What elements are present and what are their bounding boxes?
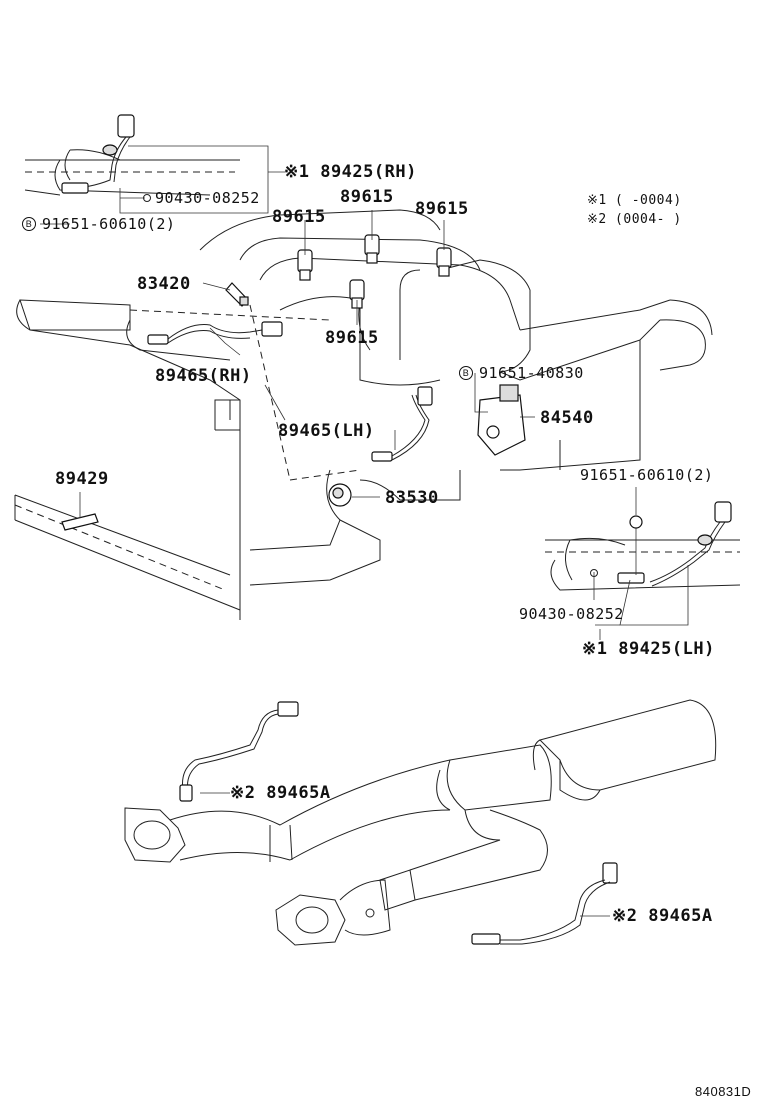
callout-91651-60610-top: B 91651-60610(2) [22, 217, 175, 232]
callout-89615-b: 89615 [272, 207, 326, 227]
sensor-89465a-top [179, 701, 299, 802]
callout-89615-c: 89615 [415, 199, 469, 219]
sensor-89425-rh [61, 114, 135, 194]
callout-91651-60610-top-text: 91651-60610(2) [42, 215, 176, 233]
note-variant-2: ※2 (0004- ) [587, 212, 682, 227]
callout-83420: 83420 [137, 274, 191, 294]
callout-90430-08252-right: 90430-08252 [519, 605, 624, 623]
callout-89465-rh: 89465(RH) [155, 366, 252, 386]
callout-84540: 84540 [540, 408, 594, 428]
note-variant-1: ※1 ( -0004) [587, 193, 682, 208]
sensor-89425-lh [617, 501, 732, 587]
sensor-89465a-bottom [471, 862, 618, 945]
rh-exhaust-pipe [24, 149, 240, 196]
callout-83530: 83530 [385, 488, 439, 508]
exhaust-y-pipe [124, 699, 717, 946]
callout-89425-lh: ※1 89425(LH) [582, 639, 715, 659]
frame-rail [14, 494, 241, 611]
callout-89425-rh: ※1 89425(RH) [284, 162, 417, 182]
callout-89615-a: 89615 [340, 187, 394, 207]
leader-lines [40, 145, 689, 917]
callout-90430-08252-top: 90430-08252 [155, 189, 260, 207]
fastener-markers [143, 194, 643, 577]
sensor-89465-lh [371, 386, 433, 462]
callout-91651-40830-text: 91651-40830 [479, 364, 584, 382]
bolt-symbol-icon: B [22, 217, 36, 231]
sensor-84540 [477, 384, 526, 456]
callout-89465a-bottom: ※2 89465A [612, 906, 713, 926]
callout-89615-d: 89615 [325, 328, 379, 348]
document-id: 840831D [695, 1084, 752, 1099]
callout-91651-40830: B 91651-40830 [459, 366, 584, 381]
callout-89465a-top: ※2 89465A [230, 783, 331, 803]
callout-89429: 89429 [55, 469, 109, 489]
sensor-83420 [225, 282, 249, 307]
sensor-89429 [61, 513, 99, 531]
sensor-83530 [328, 483, 352, 507]
callout-91651-60610-right: 91651-60610(2) [580, 466, 714, 484]
bolt-symbol-icon: B [459, 366, 473, 380]
callout-89465-lh: 89465(LH) [278, 421, 375, 441]
sensor-89465-rh [147, 321, 283, 345]
engine-block-outline [16, 209, 713, 620]
